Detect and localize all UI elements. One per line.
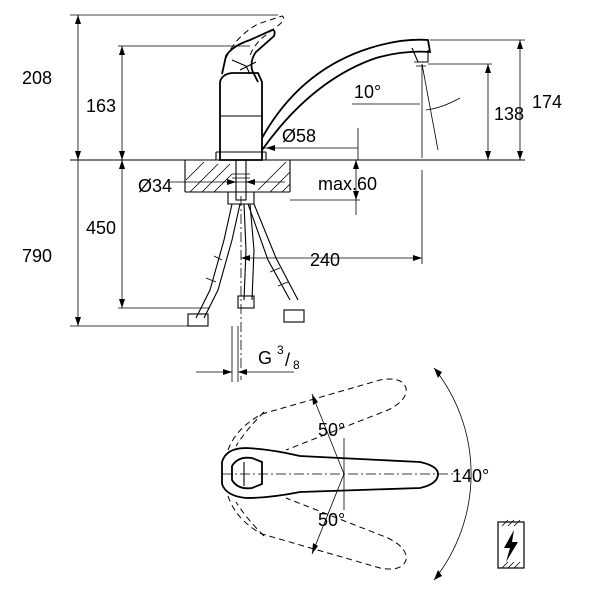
rotation-arc: [433, 367, 472, 581]
dim-base-diameter-label: Ø58: [282, 126, 316, 146]
hose-fitting-left: [187, 313, 209, 327]
faucet-body: [219, 72, 263, 161]
spout-upper-position: [227, 378, 407, 451]
dim-208-label: 208: [22, 68, 52, 88]
dimension-lines: [70, 14, 525, 382]
dim-reach-label: 240: [310, 250, 340, 270]
electrical-warning-icon: [497, 519, 525, 569]
faucet-side-view: [70, 15, 525, 380]
tailpiece: [235, 159, 247, 201]
spout-top: [221, 447, 439, 499]
spout-lower-position: [227, 495, 407, 570]
rotation-total-label: 140°: [452, 466, 489, 486]
lever-raised-outline: [225, 15, 285, 59]
dim-hole-diameter-label: Ø34: [138, 176, 172, 196]
spout: [261, 38, 432, 151]
thread-denominator-label: 8: [293, 358, 300, 372]
dim-450-label: 450: [86, 218, 116, 238]
rotation-lower-label: 50°: [318, 510, 345, 530]
dim-174-label: 174: [532, 92, 562, 112]
svg-text:/: /: [285, 350, 290, 370]
hose-fitting-center: [237, 295, 255, 309]
rotation-upper-label: 50°: [318, 420, 345, 440]
dim-790-label: 790: [22, 246, 52, 266]
aerator: [411, 47, 429, 63]
thread-numerator-label: 3: [277, 343, 284, 357]
lever-top: [231, 456, 263, 490]
rotation-labels: 50° 50° 140°: [318, 420, 489, 530]
thread-prefix-label: G: [258, 348, 272, 368]
counter-slab: [184, 160, 291, 193]
dim-max-thickness-label: max.60: [318, 174, 377, 194]
dim-163-label: 163: [86, 96, 116, 116]
dim-angle-label: 10°: [354, 82, 381, 102]
dimension-labels: 208 163 790 450 174 138 10° Ø58 Ø34 max.…: [22, 68, 562, 372]
lever-handle: [221, 29, 276, 83]
faucet-top-view: [221, 367, 472, 581]
dim-138-label: 138: [494, 104, 524, 124]
hose-fitting-right: [283, 309, 305, 323]
